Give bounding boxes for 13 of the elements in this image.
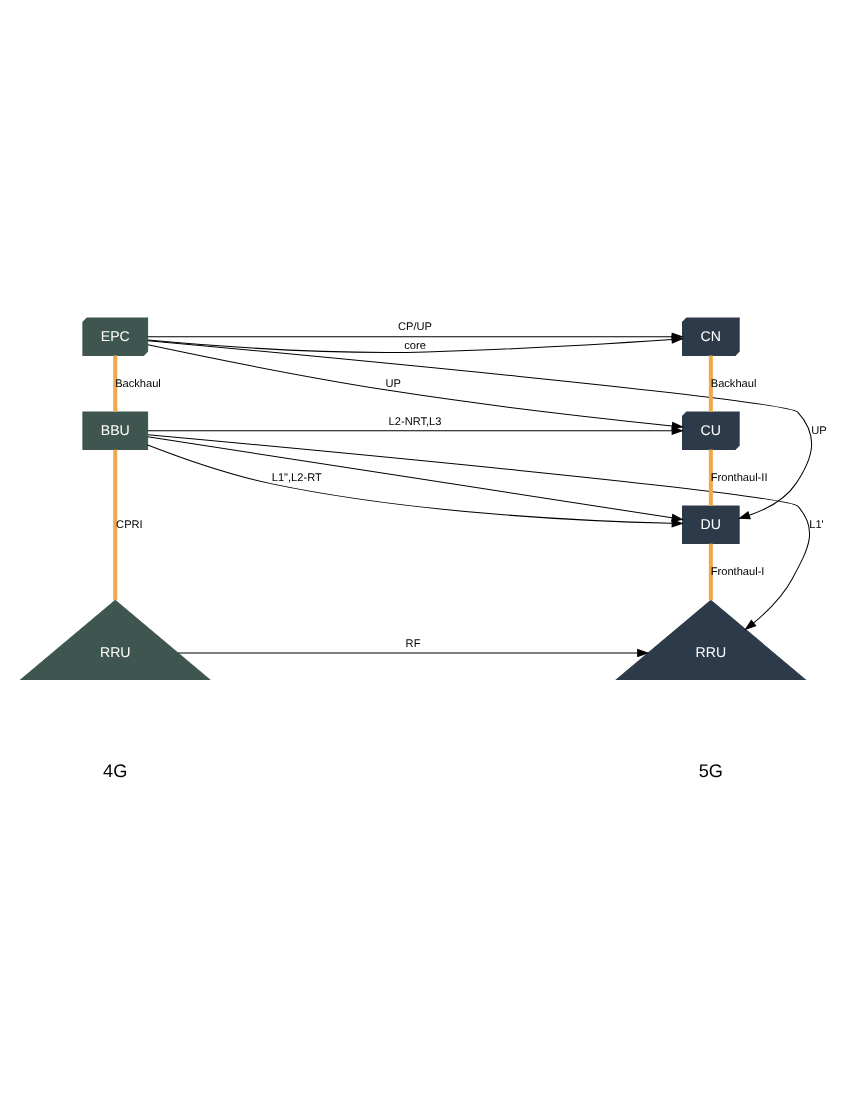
- label: 4G: [103, 760, 128, 781]
- arrow: [147, 433, 811, 630]
- arrow: [147, 331, 684, 340]
- connector: [708, 354, 713, 411]
- arrow: [147, 343, 684, 430]
- arrow: [177, 647, 650, 657]
- arrow: [147, 339, 813, 519]
- connector: [113, 448, 118, 600]
- connector: [113, 354, 118, 411]
- arrow: [147, 425, 684, 435]
- label: 5G: [698, 760, 723, 781]
- connector: [708, 542, 713, 600]
- connector: [708, 448, 713, 505]
